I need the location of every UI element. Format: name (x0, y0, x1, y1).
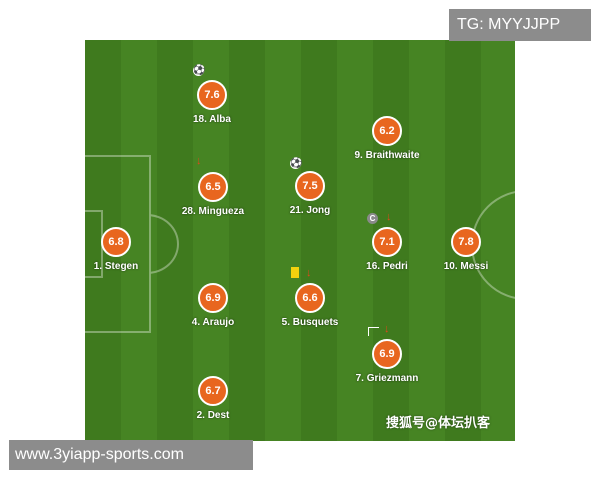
player-rating: 7.1 (372, 227, 402, 257)
player-name: 4. Araujo (191, 317, 235, 328)
player-rating: 6.9 (372, 339, 402, 369)
site-url-watermark: www.3yiapp-sports.com (9, 440, 253, 470)
yellow-card-icon (291, 267, 299, 278)
football-pitch: ⚽ 7.6 18. Alba 6.2 9. Braithwaite ↓ 6.5 … (85, 40, 515, 441)
player-name: 21. Jong (289, 205, 331, 216)
player-rating: 6.7 (198, 376, 228, 406)
goal-ball-icon: ⚽ (290, 158, 303, 169)
player-rating: 7.5 (295, 171, 325, 201)
tg-watermark: TG: MYYJJPP (449, 9, 591, 41)
player-name: 2. Dest (196, 410, 230, 421)
player-name: 1. Stegen (93, 261, 139, 272)
player-rating: 7.6 (197, 80, 227, 110)
player-rating: 6.8 (101, 227, 131, 257)
sub-off-arrow-icon: ↓ (386, 211, 392, 223)
player-rating: 7.8 (451, 227, 481, 257)
player-rating: 6.6 (295, 283, 325, 313)
sub-off-arrow-icon: ↓ (384, 323, 390, 335)
assist-flag-icon (368, 327, 379, 336)
sub-off-arrow-icon: ↓ (306, 267, 312, 279)
player-rating: 6.9 (198, 283, 228, 313)
player-name: 9. Braithwaite (354, 150, 420, 161)
penalty-box-left (85, 155, 151, 333)
player-name: 18. Alba (193, 114, 231, 125)
sohu-watermark: 搜狐号@体坛扒客 (386, 416, 491, 431)
captain-icon: C (367, 213, 378, 224)
player-name: 5. Busquets (281, 317, 339, 328)
goal-ball-icon: ⚽ (193, 65, 206, 76)
player-name: 28. Mingueza (181, 206, 245, 217)
player-name: 10. Messi (443, 261, 489, 272)
player-name: 16. Pedri (366, 261, 408, 272)
player-rating: 6.2 (372, 116, 402, 146)
sub-off-arrow-icon: ↓ (196, 155, 202, 167)
player-rating: 6.5 (198, 172, 228, 202)
player-name: 7. Griezmann (355, 373, 419, 384)
